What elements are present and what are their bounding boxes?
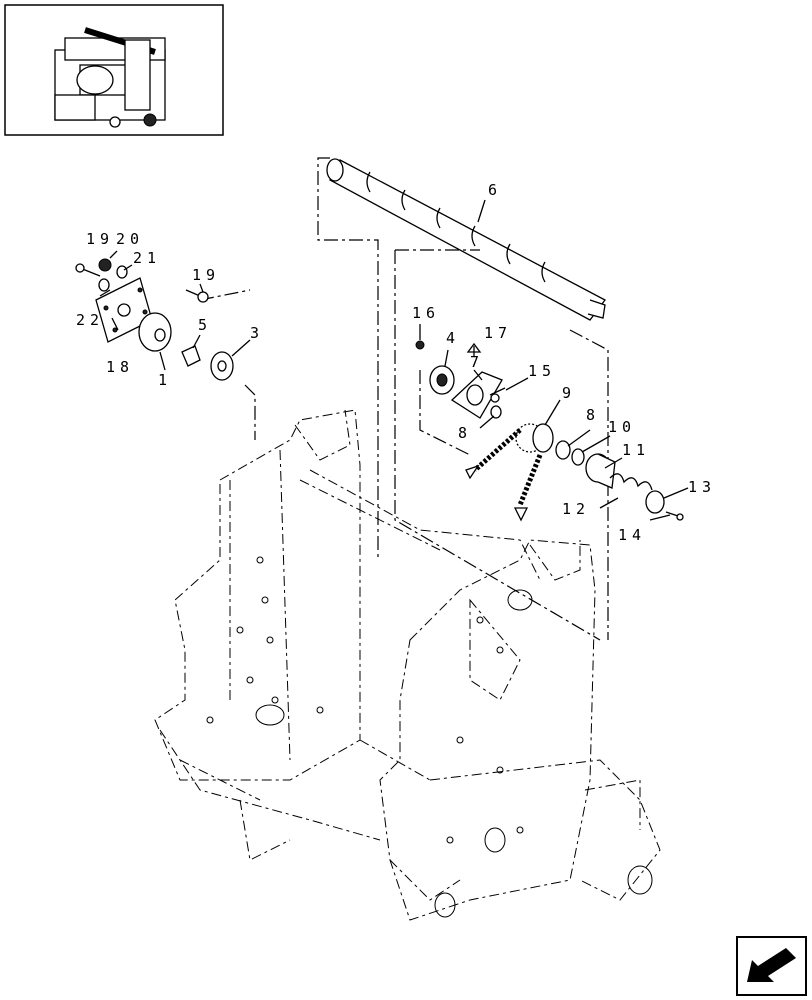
bearing-part-4[interactable] [429, 365, 455, 395]
label-11: 11 [622, 441, 650, 459]
spring-part-12[interactable] [609, 473, 653, 491]
collar-part-10[interactable] [571, 448, 585, 466]
label-3: 3 [250, 324, 264, 342]
washer-part-3[interactable] [210, 351, 234, 381]
label-19-a: 19 [86, 230, 114, 248]
label-6: 6 [488, 181, 502, 199]
label-12: 12 [562, 500, 590, 518]
washer-part-8-left[interactable] [490, 405, 502, 419]
label-13: 13 [688, 478, 716, 496]
bolt-part-19-right[interactable] [185, 289, 209, 303]
leader-lines [99, 199, 689, 521]
bolt-part-14[interactable] [665, 511, 684, 521]
label-17: 17 [484, 324, 512, 342]
previous-page-arrow-icon[interactable] [736, 936, 807, 996]
washer-part-8-right[interactable] [555, 440, 571, 460]
label-14: 14 [618, 526, 646, 544]
overview-thumbnail[interactable] [4, 4, 224, 136]
label-21: 21 [133, 249, 161, 267]
label-22: 22 [76, 311, 104, 329]
nut-part-16[interactable] [415, 340, 425, 350]
washer-part-22[interactable] [98, 278, 110, 292]
label-19-b: 19 [192, 266, 220, 284]
label-4: 4 [446, 329, 460, 347]
nut-part-20[interactable] [98, 258, 112, 272]
cap-part-13[interactable] [645, 490, 665, 514]
label-5: 5 [198, 316, 212, 334]
bolt-part-19-left[interactable] [75, 263, 101, 277]
label-16: 16 [412, 304, 440, 322]
label-8-b: 8 [586, 406, 600, 424]
tensioner-part-11[interactable] [585, 453, 616, 489]
washer-part-21[interactable] [116, 265, 128, 279]
flange-part-1[interactable] [138, 312, 172, 352]
bolt-part-15[interactable] [489, 387, 506, 403]
label-15: 15 [528, 362, 556, 380]
part-labels: 6 19 20 21 19 22 5 3 18 1 16 4 17 7 15 9… [76, 181, 716, 544]
label-9: 9 [562, 384, 576, 402]
spacer-part-5[interactable] [181, 345, 201, 367]
roller-part-6[interactable] [326, 158, 606, 321]
chain[interactable] [465, 428, 543, 522]
label-8-a: 8 [458, 424, 472, 442]
label-1: 1 [158, 371, 172, 389]
sprocket-part-9[interactable] [515, 423, 554, 453]
label-10: 10 [608, 418, 636, 436]
label-20: 20 [116, 230, 144, 248]
label-7: 7 [470, 353, 484, 371]
bearing-housing-part-7[interactable] [450, 371, 503, 419]
baler-frame[interactable] [154, 409, 661, 921]
label-18: 18 [106, 358, 134, 376]
